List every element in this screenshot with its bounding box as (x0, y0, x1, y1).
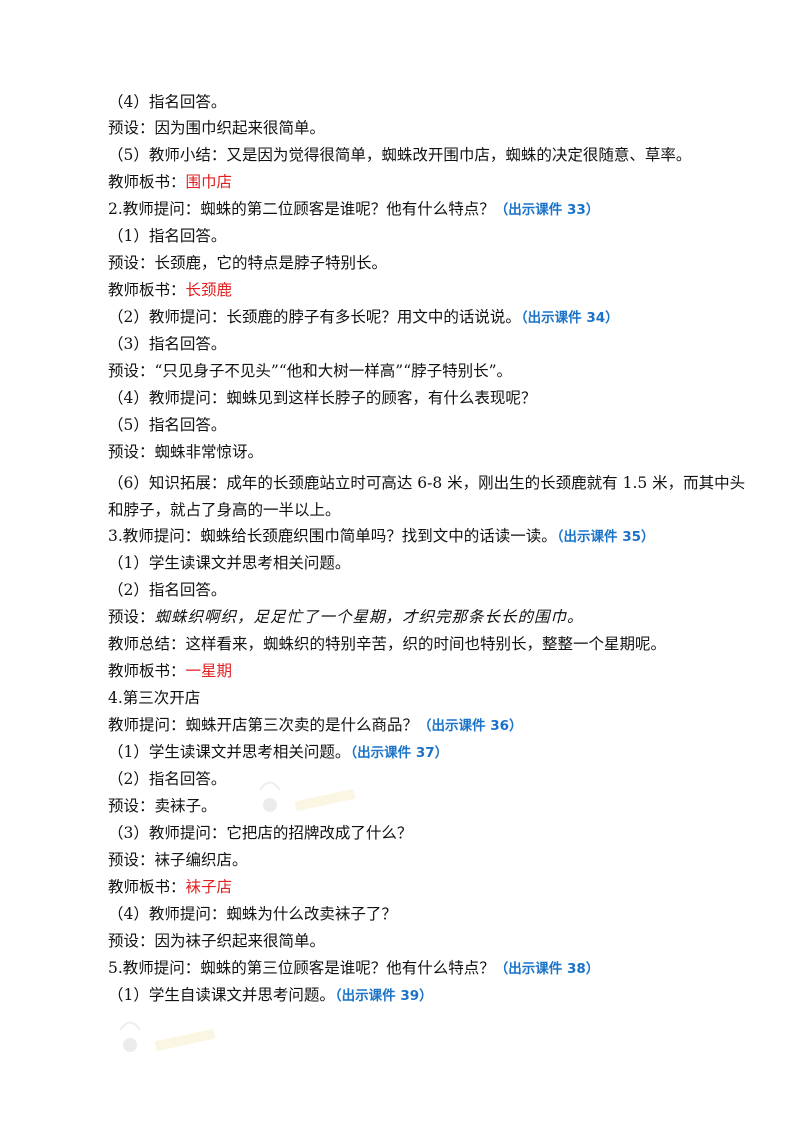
line-text: （1）指名回答。 (108, 227, 227, 245)
text-line: （4）教师提问：蜘蛛见到这样长脖子的顾客，有什么表现呢？ (108, 388, 748, 408)
text-line: （1）学生读课文并思考相关问题。（出示课件 37） (108, 742, 748, 763)
text-line: 预设：蜘蛛织啊织，足足忙了一个星期，才织完那条长长的围巾。 (108, 607, 748, 627)
slide-reference: （出示课件 39） (334, 988, 433, 1004)
board-note: 围巾店 (185, 173, 233, 191)
line-text: 预设：袜子编织店。 (108, 851, 248, 869)
slide-reference: （出示课件 37） (350, 745, 449, 761)
line-text: （2）指名回答。 (108, 770, 227, 788)
text-line: （5）指名回答。 (108, 415, 748, 435)
text-line: 预设：因为围巾织起来很简单。 (108, 118, 748, 138)
text-line: 预设：卖袜子。 (108, 796, 748, 816)
line-text: （5）教师小结：又是因为觉得很简单，蜘蛛改开围巾店，蜘蛛的决定很随意、草率。 (108, 146, 692, 164)
text-line: （4）指名回答。 (108, 92, 748, 112)
watermark-logo-2 (119, 1021, 216, 1052)
text-line: （2）教师提问：长颈鹿的脖子有多长呢？用文中的话说说。（出示课件 34） (108, 307, 748, 328)
text-line: 预设：“只见身子不见头”“他和大树一样高”“脖子特别长”。 (108, 361, 748, 381)
board-note: 一星期 (185, 662, 233, 680)
text-line: 教师总结：这样看来，蜘蛛织的特别辛苦，织的时间也特别长，整整一个星期呢。 (108, 634, 748, 654)
line-text: 预设：卖袜子。 (108, 797, 217, 815)
line-text: （4）教师提问：蜘蛛见到这样长脖子的顾客，有什么表现呢？ (108, 389, 537, 407)
line-text: 教师板书： (108, 662, 186, 680)
text-line: 教师板书：一星期 (108, 661, 748, 681)
text-line: 预设：因为袜子织起来很简单。 (108, 931, 748, 951)
slide-reference: （出示课件 36） (418, 718, 523, 734)
board-note: 长颈鹿 (185, 281, 233, 299)
line-text: 教师板书： (108, 173, 186, 191)
line-text: （4）教师提问：蜘蛛为什么改卖袜子了？ (108, 905, 397, 923)
text-line: 5.教师提问：蜘蛛的第三位顾客是谁呢？他有什么特点？（出示课件 38） (108, 958, 748, 979)
line-text: 教师板书： (108, 281, 186, 299)
text-line: （2）指名回答。 (108, 769, 748, 789)
line-text: 预设： (108, 608, 155, 626)
slide-reference: （出示课件 33） (494, 202, 600, 218)
text-line: 预设：袜子编织店。 (108, 850, 748, 870)
text-line: 教师板书：袜子店 (108, 877, 748, 897)
text-line: （1）学生自读课文并思考问题。（出示课件 39） (108, 985, 748, 1006)
slide-reference: （出示课件 35） (556, 529, 655, 545)
slide-reference: （出示课件 38） (494, 961, 600, 977)
text-line: （4）教师提问：蜘蛛为什么改卖袜子了？ (108, 904, 748, 924)
line-text: （2）教师提问：长颈鹿的脖子有多长呢？用文中的话说说。 (108, 308, 521, 326)
line-text: 教师总结：这样看来，蜘蛛织的特别辛苦，织的时间也特别长，整整一个星期呢。 (108, 635, 667, 653)
text-line: （2）指名回答。 (108, 580, 748, 600)
text-line: （6）知识拓展：成年的长颈鹿站立时可高达 6-8 米，刚出生的长颈鹿就有 1.5… (108, 470, 748, 524)
text-line: 教师提问：蜘蛛开店第三次卖的是什么商品？（出示课件 36） (108, 715, 748, 736)
text-line: （3）教师提问：它把店的招牌改成了什么？ (108, 823, 748, 843)
watermark-logo (259, 781, 356, 812)
line-text: 预设：因为围巾织起来很简单。 (108, 119, 326, 137)
line-text: （1）学生自读课文并思考问题。 (108, 986, 335, 1004)
line-text: 2.教师提问：蜘蛛的第二位顾客是谁呢？他有什么特点？ (108, 200, 495, 218)
line-text: （2）指名回答。 (108, 581, 227, 599)
text-line: 4.第三次开店 (108, 688, 748, 708)
line-text: 教师板书： (108, 878, 186, 896)
line-text: 预设：“只见身子不见头”“他和大树一样高”“脖子特别长”。 (108, 362, 513, 380)
text-line: 预设：长颈鹿，它的特点是脖子特别长。 (108, 253, 748, 273)
line-text: （3）指名回答。 (108, 335, 227, 353)
text-line: 教师板书：长颈鹿 (108, 280, 748, 300)
line-text: 预设：长颈鹿，它的特点是脖子特别长。 (108, 254, 388, 272)
text-line: （1）学生读课文并思考相关问题。 (108, 553, 748, 573)
line-text: （6）知识拓展：成年的长颈鹿站立时可高达 6-8 米，刚出生的长颈鹿就有 1.5… (108, 474, 746, 519)
line-text: 预设：蜘蛛非常惊讶。 (108, 443, 264, 461)
line-text: （4）指名回答。 (108, 93, 227, 111)
text-line: （5）教师小结：又是因为觉得很简单，蜘蛛改开围巾店，蜘蛛的决定很随意、草率。 (108, 145, 748, 165)
text-line: 2.教师提问：蜘蛛的第二位顾客是谁呢？他有什么特点？（出示课件 33） (108, 199, 748, 220)
line-text: （1）学生读课文并思考相关问题。 (108, 743, 351, 761)
board-note: 袜子店 (185, 878, 233, 896)
text-line: 教师板书：围巾店 (108, 172, 748, 192)
text-line: （3）指名回答。 (108, 334, 748, 354)
slide-reference: （出示课件 34） (520, 310, 619, 326)
line-text: 5.教师提问：蜘蛛的第三位顾客是谁呢？他有什么特点？ (108, 959, 495, 977)
line-text: 教师提问：蜘蛛开店第三次卖的是什么商品？ (108, 716, 419, 734)
line-text: 预设：因为袜子织起来很简单。 (108, 932, 326, 950)
text-line: （1）指名回答。 (108, 226, 748, 246)
text-line: 预设：蜘蛛非常惊讶。 (108, 442, 748, 462)
line-text: （1）学生读课文并思考相关问题。 (108, 554, 351, 572)
line-text: （5）指名回答。 (108, 416, 227, 434)
quoted-passage: 蜘蛛织啊织，足足忙了一个星期，才织完那条长长的围巾。 (154, 608, 584, 626)
line-text: （3）教师提问：它把店的招牌改成了什么？ (108, 824, 413, 842)
text-line: 3.教师提问：蜘蛛给长颈鹿织围巾简单吗？找到文中的话读一读。（出示课件 35） (108, 526, 748, 547)
line-text: 4.第三次开店 (108, 689, 201, 707)
line-text: 3.教师提问：蜘蛛给长颈鹿织围巾简单吗？找到文中的话读一读。 (108, 527, 557, 545)
